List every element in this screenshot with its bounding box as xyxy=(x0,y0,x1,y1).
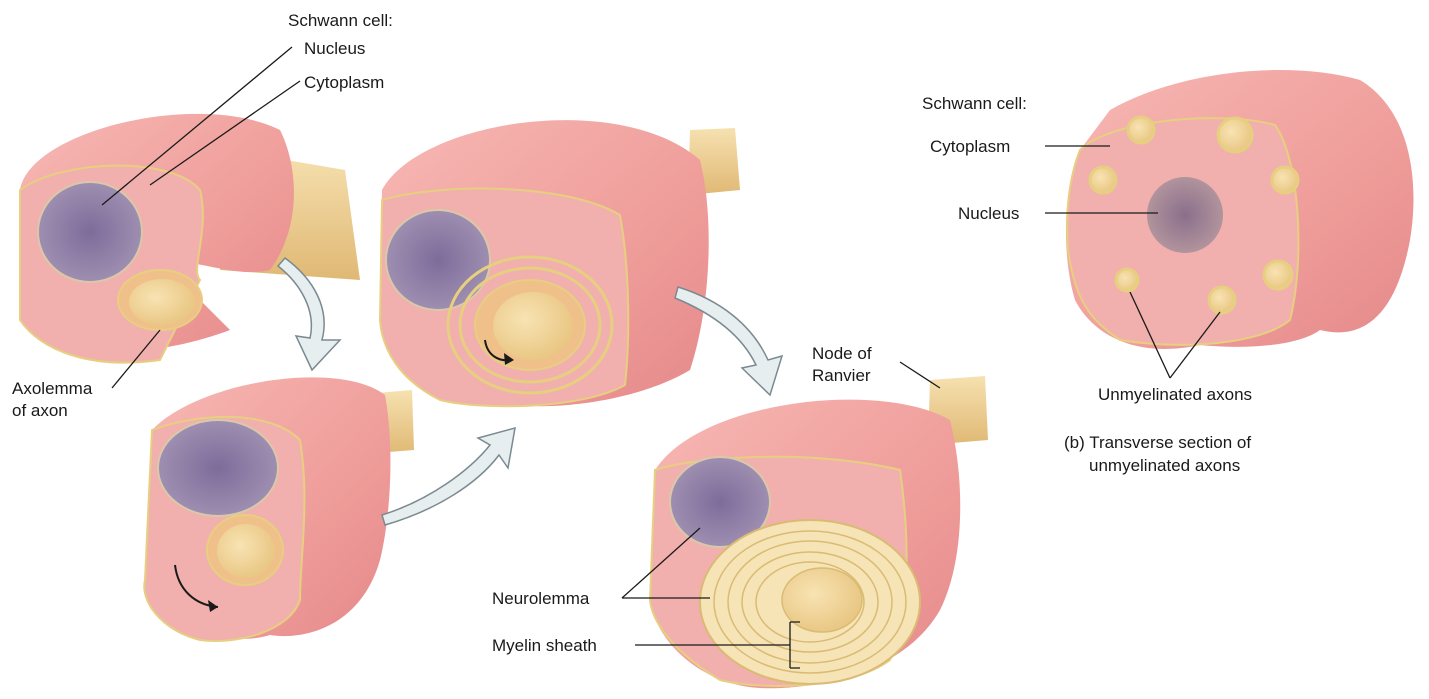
stage-4-schwann-cell xyxy=(650,376,988,688)
b-schwann-cell-heading: Schwann cell: xyxy=(922,93,1027,114)
stage-3-schwann-cell xyxy=(380,120,740,406)
panel-b-transverse-section xyxy=(1066,70,1414,349)
b-nucleus-label: Nucleus xyxy=(958,203,1019,224)
unmyelinated-axon xyxy=(1128,117,1154,143)
unmyelinated-axon xyxy=(1272,167,1298,193)
node-of-ranvier-label-line2: Ranvier xyxy=(812,365,871,386)
axon-core xyxy=(217,524,275,578)
node-of-ranvier-label-line1: Node of xyxy=(812,343,872,364)
leader-node-of-ranvier xyxy=(900,362,940,388)
unmyelinated-axons-label: Unmyelinated axons xyxy=(1098,384,1252,405)
axon-core xyxy=(129,279,195,325)
caption-line1: (b) Transverse section of xyxy=(1064,432,1251,453)
unmyelinated-axon xyxy=(1116,269,1138,291)
schwann-cell-heading: Schwann cell: xyxy=(288,10,393,31)
unmyelinated-axon xyxy=(1090,167,1116,193)
nucleus-label: Nucleus xyxy=(304,38,365,59)
cytoplasm-label: Cytoplasm xyxy=(304,72,384,93)
nucleus xyxy=(386,210,490,310)
caption-line2: unmyelinated axons xyxy=(1089,455,1240,476)
unmyelinated-axon xyxy=(1264,261,1292,289)
stage-1-schwann-cell xyxy=(20,114,360,363)
unmyelinated-axon xyxy=(1218,118,1252,152)
myelin-sheath-label: Myelin sheath xyxy=(492,635,597,656)
stage-2-schwann-cell xyxy=(144,377,414,641)
unmyelinated-axon xyxy=(1209,287,1235,313)
neurolemma-label: Neurolemma xyxy=(492,588,589,609)
nucleus xyxy=(1147,177,1223,253)
axolemma-label-line1: Axolemma xyxy=(12,378,92,399)
nucleus xyxy=(158,420,278,516)
b-cytoplasm-label: Cytoplasm xyxy=(930,136,1010,157)
axon-core xyxy=(493,292,573,360)
nucleus xyxy=(38,182,142,282)
axolemma-label-line2: of axon xyxy=(12,400,68,421)
